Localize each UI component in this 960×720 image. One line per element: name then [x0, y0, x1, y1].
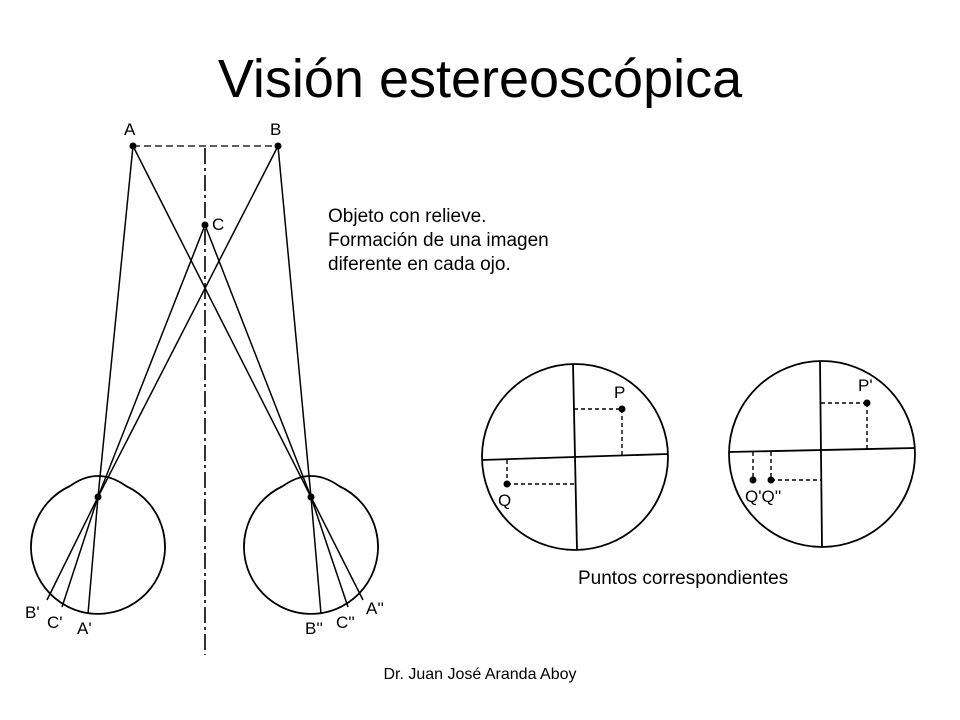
label-c: C: [212, 215, 224, 234]
left-retina-ray-b: [46, 496, 99, 601]
point-b: [274, 142, 282, 150]
caption-line-3: diferente en cada ojo.: [328, 254, 511, 275]
right-retina-ray-c: [310, 496, 349, 608]
diagram-caption: Objeto con relieve. Formación de una ima…: [328, 205, 549, 277]
label-a-double-prime: A'': [366, 599, 384, 618]
right-eye: B'' C'' A'': [243, 475, 384, 638]
footer-author: Dr. Juan José Aranda Aboy: [383, 666, 577, 683]
retina-left-point-q: [503, 480, 511, 488]
label-q-prime-q-double-prime: Q'Q'': [745, 487, 781, 506]
corresponding-points-label: Puntos correspondientes: [578, 568, 789, 589]
retina-right-point-q-prime: [749, 476, 757, 484]
label-b: B: [270, 120, 281, 139]
retina-left: P Q: [481, 363, 669, 551]
left-eye-globe: [30, 485, 166, 615]
right-retina-ray-a: [310, 496, 364, 601]
slide-title: Visión estereoscópica: [217, 49, 743, 109]
point-c: [201, 221, 209, 229]
left-eye: B' C' A': [25, 475, 166, 638]
label-c-double-prime: C'': [336, 613, 355, 632]
retina-right-vertical-axis: [819, 360, 823, 548]
label-b-double-prime: B'': [305, 619, 323, 638]
retina-left-horizontal-axis: [481, 453, 669, 461]
retina-right: P' Q'Q'': [728, 360, 916, 548]
right-eye-cornea: [282, 475, 340, 487]
ray-c-right: [204, 224, 312, 498]
right-retina-ray-b: [310, 496, 322, 615]
ray-c-left: [97, 224, 206, 498]
label-p: P: [614, 383, 625, 402]
retina-left-point-p: [618, 405, 626, 413]
label-c-prime: C': [47, 613, 63, 632]
point-a: [129, 142, 137, 150]
right-eye-globe: [243, 485, 379, 615]
retina-right-point-q-double-prime: [767, 476, 775, 484]
retina-left-circle: [481, 363, 669, 551]
caption-line-2: Formación de una imagen: [328, 230, 549, 251]
caption-line-1: Objeto con relieve.: [328, 206, 487, 227]
left-retina-ray-c: [61, 496, 99, 608]
left-eye-cornea: [69, 475, 127, 487]
label-b-prime: B': [25, 603, 40, 622]
ray-a-left: [97, 145, 134, 498]
label-a-prime: A': [77, 619, 92, 638]
ray-a-right: [132, 145, 312, 498]
label-a: A: [124, 120, 136, 139]
label-q: Q: [498, 491, 511, 510]
ray-b-left: [97, 145, 279, 498]
ray-b-right: [277, 145, 312, 498]
retina-right-point-p: [863, 399, 871, 407]
label-p-prime: P': [858, 376, 873, 395]
retina-right-horizontal-axis: [728, 447, 916, 453]
left-retina-ray-a: [87, 496, 99, 615]
